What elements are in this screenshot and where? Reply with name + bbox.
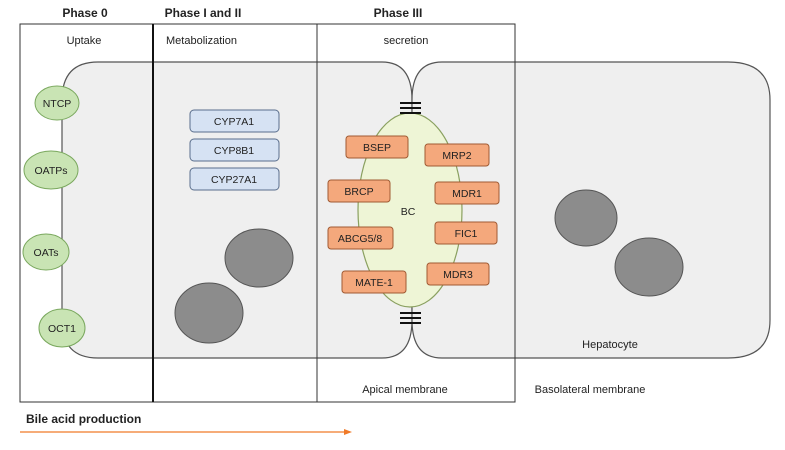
- tight-junction-top: [400, 102, 421, 114]
- transporter-abcg5-8: ABCG5/8: [327, 226, 394, 250]
- transporter-label: MRP2: [442, 150, 471, 162]
- uptake-label: OATs: [34, 247, 59, 259]
- tight-junction-bottom: [400, 312, 421, 324]
- transporter-label: ABCG5/8: [338, 233, 383, 245]
- nucleus: [554, 189, 618, 247]
- bile-acid-production-label: Bile acid production: [26, 412, 141, 426]
- apical-membrane-label: Apical membrane: [362, 384, 448, 396]
- transporter-fic1: FIC1: [434, 221, 498, 245]
- transporter-label: MATE-1: [355, 277, 393, 289]
- transporter-bsep: BSEP: [345, 135, 409, 159]
- phase-0-title: Phase 0: [62, 6, 108, 20]
- enzyme-cyp27a1: CYP27A1: [189, 167, 280, 191]
- transporter-mrp2: MRP2: [424, 143, 490, 167]
- bile-canaliculus-label: BC: [401, 206, 416, 218]
- uptake-transporter-oct1: OCT1: [38, 308, 86, 348]
- phase-3-subtitle: secretion: [384, 35, 429, 47]
- uptake-label: NTCP: [43, 98, 72, 110]
- phase-3-title: Phase III: [374, 6, 423, 20]
- enzyme-label: CYP8B1: [214, 145, 254, 157]
- nucleus: [174, 282, 244, 344]
- transporter-brcp: BRCP: [327, 179, 391, 203]
- transporter-mate-1: MATE-1: [341, 270, 407, 294]
- enzyme-cyp7a1: CYP7A1: [189, 109, 280, 133]
- basolateral-membrane-label: Basolateral membrane: [535, 384, 646, 396]
- transporter-label: MDR1: [452, 188, 482, 200]
- nucleus: [614, 237, 684, 297]
- transporter-label: BRCP: [344, 186, 373, 198]
- hepatocyte-left: [61, 61, 413, 359]
- arrow-head-icon: [344, 429, 352, 435]
- transporter-label: MDR3: [443, 269, 473, 281]
- enzyme-cyp8b1: CYP8B1: [189, 138, 280, 162]
- transporter-label: FIC1: [455, 228, 478, 240]
- transporter-mdr3: MDR3: [426, 262, 490, 286]
- transporter-label: BSEP: [363, 142, 391, 154]
- hepatocyte-label: Hepatocyte: [582, 339, 638, 351]
- phase-1-2-subtitle: Metabolization: [166, 35, 237, 47]
- enzyme-label: CYP7A1: [214, 116, 254, 128]
- nucleus: [224, 228, 294, 288]
- phase-0-subtitle: Uptake: [67, 35, 102, 47]
- uptake-transporter-oatps: OATPs: [23, 150, 79, 190]
- uptake-label: OCT1: [48, 323, 76, 335]
- phase-frame: [19, 23, 516, 403]
- phase-1-2-title: Phase I and II: [165, 6, 242, 20]
- uptake-transporter-ntcp: NTCP: [34, 85, 80, 121]
- uptake-transporter-oats: OATs: [22, 233, 70, 271]
- uptake-label: OATPs: [34, 165, 67, 177]
- enzyme-label: CYP27A1: [211, 174, 257, 186]
- transporter-mdr1: MDR1: [434, 181, 500, 205]
